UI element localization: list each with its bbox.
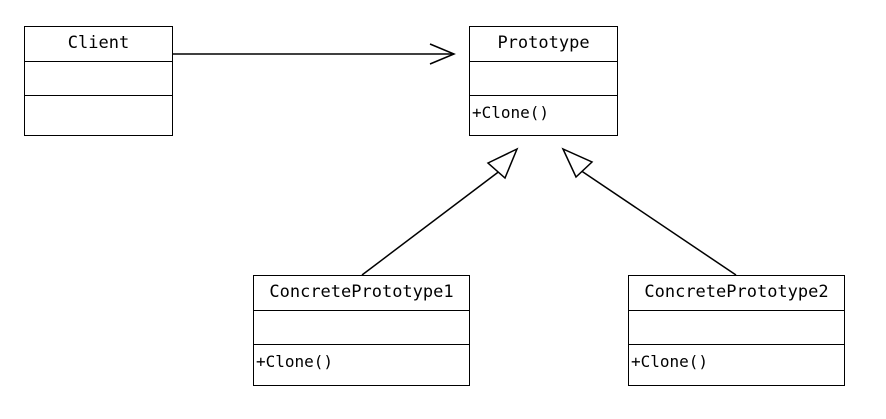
generalization-line-2 xyxy=(579,169,737,276)
class-operations: +Clone() xyxy=(629,344,844,378)
class-client[interactable]: Client xyxy=(24,26,173,136)
class-attributes xyxy=(470,61,617,95)
class-name: Prototype xyxy=(497,33,590,53)
hollow-triangle-2 xyxy=(561,147,594,179)
class-prototype[interactable]: Prototype +Clone() xyxy=(469,26,618,136)
open-arrowhead xyxy=(429,43,456,65)
class-name: ConcretePrototype2 xyxy=(644,282,829,302)
generalization-line-1 xyxy=(361,169,502,276)
class-name: ConcretePrototype1 xyxy=(269,282,454,302)
class-attributes xyxy=(629,310,844,344)
class-name: Client xyxy=(67,33,130,53)
class-concrete-prototype-1[interactable]: ConcretePrototype1 +Clone() xyxy=(253,275,470,386)
class-attributes xyxy=(254,310,469,344)
class-operations: +Clone() xyxy=(470,95,617,129)
hollow-triangle-1 xyxy=(486,147,519,180)
class-operations: +Clone() xyxy=(254,344,469,378)
class-attributes xyxy=(25,61,172,95)
class-concrete-prototype-2[interactable]: ConcretePrototype2 +Clone() xyxy=(628,275,845,386)
class-operations xyxy=(25,95,172,129)
